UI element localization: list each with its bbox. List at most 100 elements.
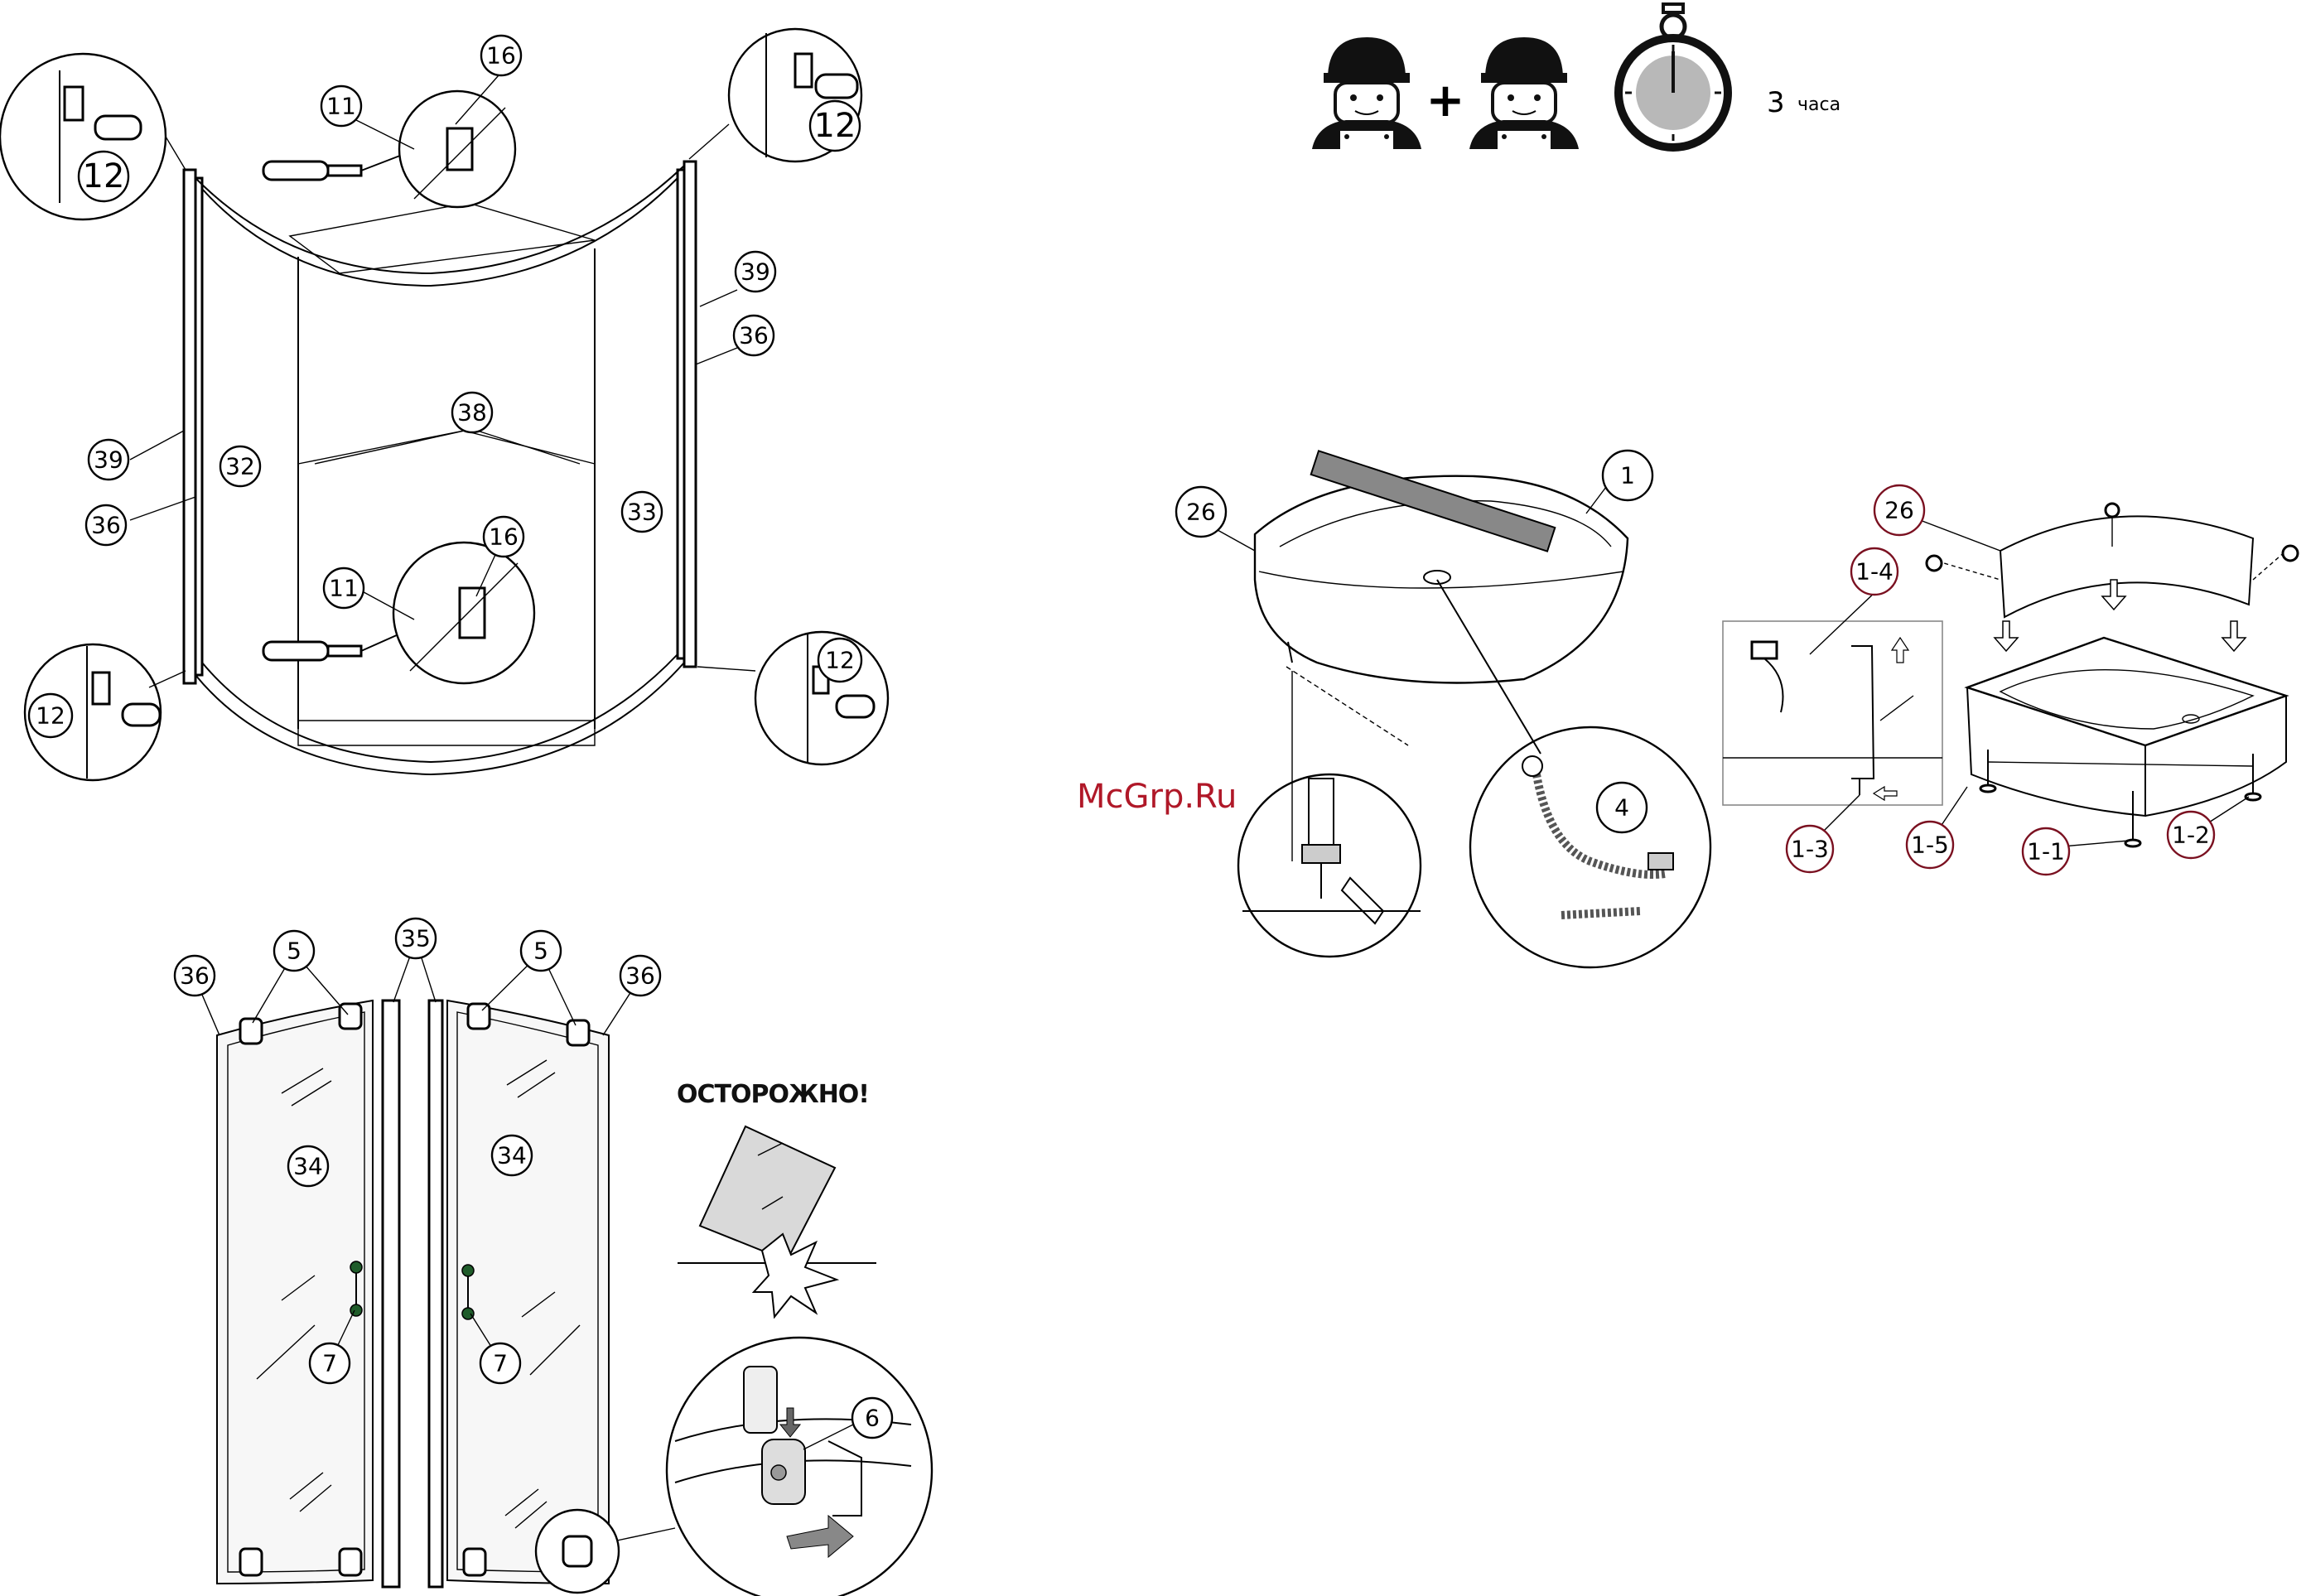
callout-1-2: 1-2 <box>2168 812 2214 858</box>
callout-38: 38 <box>452 393 492 432</box>
svg-text:26: 26 <box>1186 499 1216 526</box>
hand-icon <box>744 1367 777 1433</box>
svg-text:1-3: 1-3 <box>1791 836 1829 863</box>
svg-text:12: 12 <box>83 157 125 195</box>
seal-strip-right <box>429 1001 442 1587</box>
svg-text:26: 26 <box>1884 497 1914 524</box>
svg-text:38: 38 <box>457 399 487 427</box>
svg-text:12: 12 <box>825 647 855 674</box>
glass-sheet-icon <box>700 1126 835 1261</box>
bolt-icon <box>2283 546 2298 561</box>
worker-1 <box>1312 37 1421 149</box>
svg-text:32: 32 <box>225 453 255 480</box>
worker-helmet-icon <box>1469 37 1579 149</box>
handle-knob-icon <box>350 1261 362 1273</box>
callout-5-left: 5 <box>274 931 314 971</box>
detail-zoom-siphon <box>1470 727 1710 967</box>
svg-text:7: 7 <box>322 1350 337 1377</box>
door-panel-left <box>217 1001 373 1584</box>
callout-4: 4 <box>1597 783 1647 832</box>
time-value: 3 <box>1767 86 1785 119</box>
svg-text:34: 34 <box>497 1142 527 1169</box>
caution-text: ОСТОРОЖНО! <box>677 1080 869 1109</box>
handle-knob-icon <box>462 1308 474 1319</box>
svg-text:36: 36 <box>91 512 121 539</box>
door-panel-right <box>447 1001 609 1584</box>
worker-2 <box>1469 37 1579 149</box>
callout-35: 35 <box>396 919 436 958</box>
svg-text:33: 33 <box>627 499 657 526</box>
bolt-icon <box>2106 504 2119 517</box>
svg-text:16: 16 <box>486 42 516 70</box>
svg-text:11: 11 <box>326 93 356 120</box>
svg-text:5: 5 <box>287 938 302 965</box>
bolt-icon <box>1927 556 1942 571</box>
plus-sign: + <box>1426 74 1465 128</box>
svg-text:36: 36 <box>625 962 655 990</box>
callout-12-bottom-right: 12 <box>818 639 861 682</box>
enclosure-assembly <box>0 29 888 780</box>
roller-icon <box>464 1549 485 1575</box>
callout-36-door-right: 36 <box>620 956 660 996</box>
callout-39-right: 39 <box>736 252 775 292</box>
roller-icon <box>567 1020 589 1045</box>
callout-7-left: 7 <box>310 1343 350 1383</box>
callout-1-5: 1-5 <box>1907 822 1953 868</box>
callout-26: 26 <box>1176 487 1226 537</box>
caution-block: ОСТОРОЖНО! <box>667 1080 932 1596</box>
stopwatch-icon <box>1619 4 1728 147</box>
callout-16-bottom: 16 <box>484 517 523 557</box>
callout-34-right: 34 <box>492 1136 532 1175</box>
svg-text:39: 39 <box>741 258 770 286</box>
callout-1-1: 1-1 <box>2023 828 2069 875</box>
svg-text:1-2: 1-2 <box>2172 822 2210 849</box>
tray-frame-assembly <box>1723 504 2298 849</box>
svg-text:1: 1 <box>1620 462 1635 489</box>
callout-5-right: 5 <box>521 931 561 971</box>
svg-text:12: 12 <box>36 702 65 730</box>
callout-11-bottom: 11 <box>324 568 364 608</box>
callout-26-tray: 26 <box>1874 485 1924 535</box>
svg-text:7: 7 <box>493 1350 508 1377</box>
handle-knob-icon <box>462 1265 474 1276</box>
callout-11-top: 11 <box>321 86 361 126</box>
svg-text:1-1: 1-1 <box>2027 838 2065 866</box>
svg-text:36: 36 <box>180 962 210 990</box>
time-unit: часа <box>1797 94 1840 115</box>
svg-text:4: 4 <box>1614 794 1629 822</box>
svg-text:16: 16 <box>489 523 519 551</box>
callout-12-top-right: 12 <box>810 101 860 151</box>
front-panel-curved <box>2000 516 2253 617</box>
callout-12-bottom-left: 12 <box>29 694 72 737</box>
callout-36-door-left: 36 <box>175 956 215 996</box>
svg-text:5: 5 <box>533 938 548 965</box>
callout-6: 6 <box>852 1398 892 1438</box>
door-panels <box>195 940 675 1593</box>
roller-icon <box>240 1549 262 1575</box>
callout-12-top-left: 12 <box>79 152 128 201</box>
svg-text:6: 6 <box>865 1405 880 1432</box>
screwdriver-icon <box>263 154 404 180</box>
seal-strip-left <box>383 1001 399 1587</box>
roller-icon <box>340 1549 361 1575</box>
svg-text:11: 11 <box>329 575 359 602</box>
callout-1-3: 1-3 <box>1787 826 1833 872</box>
roller-icon <box>240 1019 262 1044</box>
watermark: McGrp.Ru <box>1077 778 1237 816</box>
callout-36-right: 36 <box>734 316 774 355</box>
worker-helmet-icon <box>1312 37 1421 149</box>
svg-text:35: 35 <box>401 925 431 952</box>
callout-39-left: 39 <box>89 440 128 480</box>
callout-33: 33 <box>622 492 662 532</box>
arrow-down-icon <box>1995 621 2018 651</box>
callout-36-left: 36 <box>86 505 126 545</box>
svg-text:1-5: 1-5 <box>1911 832 1949 859</box>
svg-text:36: 36 <box>739 322 769 350</box>
callout-34-left: 34 <box>288 1146 328 1186</box>
screwdriver-icon <box>263 631 406 660</box>
svg-text:34: 34 <box>293 1153 323 1180</box>
svg-text:12: 12 <box>814 107 856 145</box>
roller-icon <box>340 1004 361 1029</box>
callout-32: 32 <box>220 446 260 486</box>
